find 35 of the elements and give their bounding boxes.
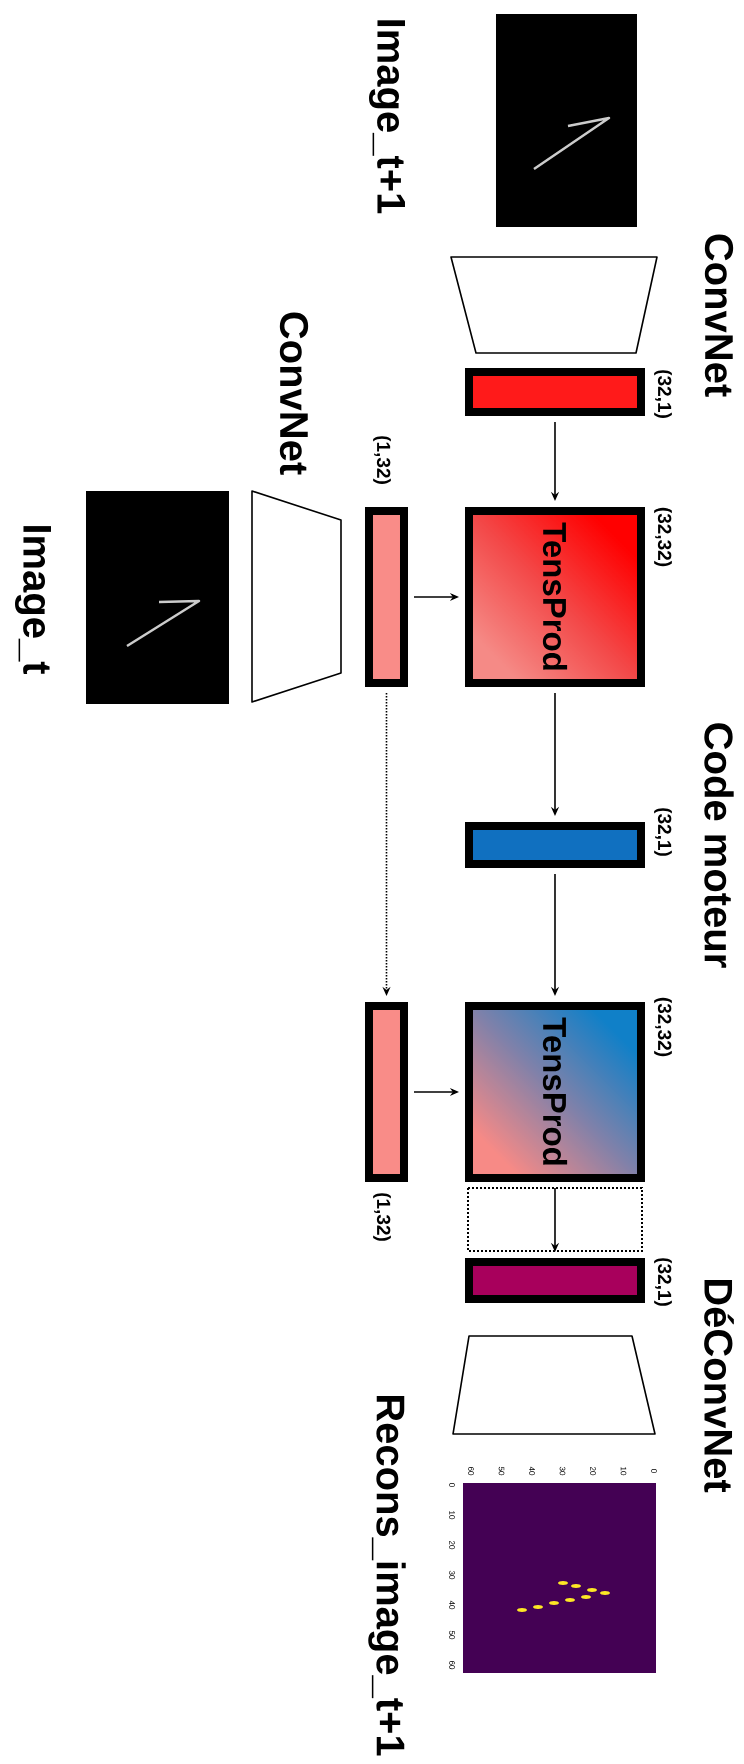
- tensor-product-box: TensProd: [465, 507, 645, 687]
- network-label: ConvNet: [279, 312, 309, 475]
- tick-label: 10: [449, 1511, 455, 1520]
- tick-label: 50: [449, 1630, 455, 1640]
- network-trapezoid: [450, 256, 658, 354]
- heading: Code moteur: [704, 723, 734, 968]
- size-label: (32,1): [654, 808, 672, 856]
- vector-bar: [365, 507, 408, 687]
- image-label: Image_t: [15, 526, 51, 675]
- vector-bar: [465, 822, 645, 868]
- image-label: Recons_image_t+1: [368, 1395, 406, 1756]
- size-label: (32,1): [654, 370, 672, 418]
- network-label: DéConvNet: [704, 1279, 734, 1493]
- tick-label: 20: [449, 1540, 455, 1550]
- image-label: Image_t+1: [369, 20, 405, 214]
- network-trapezoid: [251, 490, 342, 703]
- size-label: (32,1): [654, 1258, 672, 1306]
- size-label: (32,32): [654, 507, 672, 567]
- picture: [86, 491, 229, 704]
- vector-bar: [465, 368, 645, 416]
- tick-label: 0: [651, 1469, 657, 1473]
- tick-label: 0: [449, 1483, 455, 1487]
- vector-bar: [465, 1258, 645, 1303]
- vector-bar: [365, 1002, 408, 1182]
- picture: [463, 1483, 656, 1673]
- tick-label: 30: [449, 1570, 455, 1580]
- size-label: (32,32): [654, 997, 672, 1057]
- tick-label: 40: [449, 1600, 455, 1610]
- network-trapezoid: [452, 1335, 656, 1435]
- size-label: (1,32): [373, 1193, 391, 1241]
- tick-label: 60: [449, 1660, 455, 1670]
- tensor-product-box: TensProd: [465, 1002, 645, 1182]
- picture: [496, 14, 637, 227]
- size-label: (1,32): [373, 436, 391, 484]
- network-label: ConvNet: [704, 234, 734, 397]
